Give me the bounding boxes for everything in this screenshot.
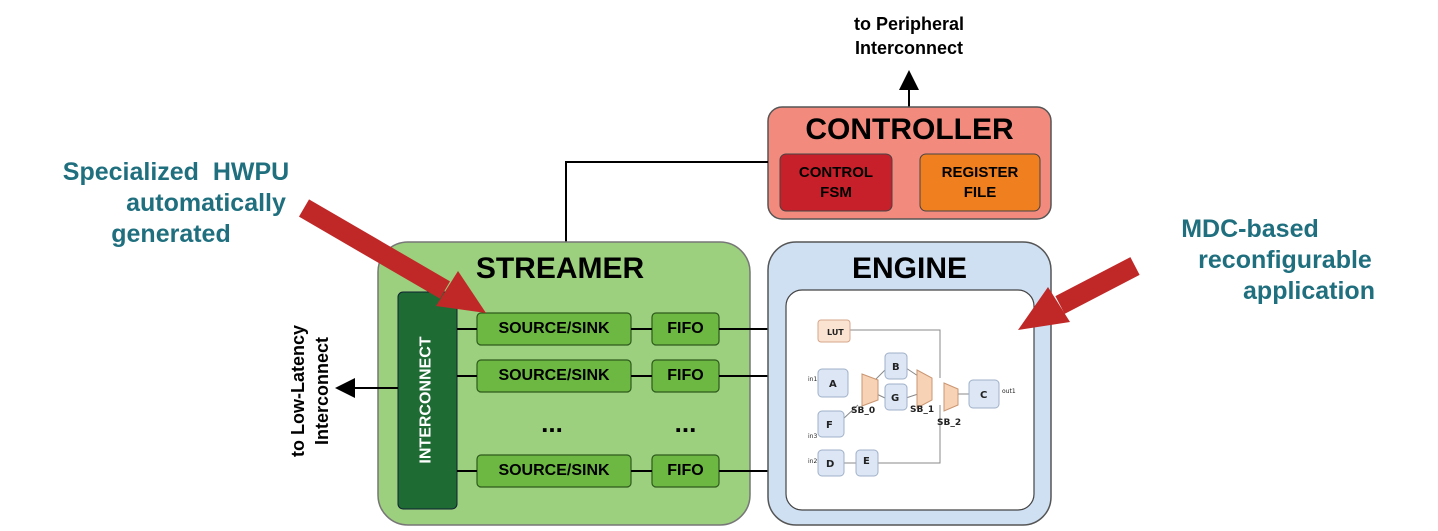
fifo-label: FIFO	[667, 367, 704, 384]
register-file-line1: REGISTER	[941, 163, 1019, 181]
out1-label: out1	[1002, 388, 1016, 395]
engine-inner-panel	[785, 289, 1035, 511]
interconnect-box	[397, 291, 458, 510]
node-f-label: F	[826, 420, 833, 431]
sb1-label: SB_1	[910, 405, 934, 415]
source-sink-label: SOURCE/SINK	[498, 462, 610, 479]
engine-labels: LUT A B G C F D E SB_0 SB_1 SB_2 in1 in3…	[808, 328, 1016, 470]
control-fsm-label: CONTROL FSM	[780, 154, 892, 211]
control-fsm-line2: FSM	[820, 183, 852, 201]
node-c	[968, 379, 1000, 409]
streamer-title: STREAMER	[475, 252, 645, 285]
interconnect-label: INTERCONNECT	[417, 336, 435, 464]
engine-nodes	[817, 319, 1000, 477]
sb0-shape	[861, 373, 879, 407]
node-d	[817, 449, 845, 477]
left-red-arrow-shaft	[298, 199, 451, 299]
right-red-arrow-shaft	[1055, 257, 1140, 314]
node-f	[817, 410, 845, 438]
source-sink-label: SOURCE/SINK	[498, 320, 610, 337]
low-latency-label-line1: to Low-Latency	[288, 325, 308, 458]
annotation-left-line3: generated	[111, 220, 231, 248]
node-b	[884, 352, 908, 380]
register-file-label: REGISTER FILE	[920, 154, 1040, 211]
annotation-right: MDC-based reconfigurable application	[1150, 214, 1420, 307]
annotation-left-line2: automatically	[126, 189, 286, 217]
in2-label: in2	[808, 458, 817, 465]
low-latency-label-line2: Interconnect	[312, 336, 332, 446]
node-d-label: D	[826, 459, 834, 470]
node-b-label: B	[892, 362, 900, 373]
controller-streamer-wire	[565, 161, 768, 242]
node-g	[884, 383, 908, 411]
sb0-label: SB_0	[851, 406, 875, 416]
ellipsis-fifo: ...	[674, 407, 697, 438]
right-red-arrow-head	[1018, 287, 1070, 330]
annotation-right-line2: reconfigurable	[1198, 246, 1372, 274]
peripheral-label-line2: Interconnect	[854, 38, 964, 58]
node-e	[855, 449, 879, 477]
node-g-label: G	[891, 393, 899, 404]
sb2-label: SB_2	[937, 418, 961, 428]
node-a	[817, 368, 849, 398]
source-sink-label: SOURCE/SINK	[498, 367, 610, 384]
annotation-right-line1: MDC-based	[1181, 215, 1319, 243]
control-fsm-line1: CONTROL	[798, 163, 874, 181]
engine-title: ENGINE	[851, 252, 968, 285]
sb2-shape	[943, 382, 959, 412]
annotation-right-line3: application	[1243, 277, 1375, 305]
low-latency-label: to Low-Latency Interconnect	[286, 301, 334, 481]
lut-label: LUT	[827, 328, 844, 337]
left-red-arrow-head	[436, 271, 486, 313]
fifo-label: FIFO	[667, 462, 704, 479]
annotation-left: Specialized HWPU automatically generated	[28, 157, 324, 250]
ellipsis-source: ...	[541, 407, 563, 438]
in3-label: in3	[808, 433, 817, 440]
node-c-label: C	[980, 390, 987, 401]
sb1-shape	[916, 369, 933, 409]
annotation-left-line1: Specialized HWPU	[62, 158, 290, 186]
lut-node	[817, 319, 851, 343]
register-file-box	[919, 153, 1041, 212]
control-fsm-box	[779, 153, 893, 212]
node-a-label: A	[829, 379, 837, 390]
annotation-arrows	[298, 199, 1140, 330]
controller-title: CONTROLLER	[805, 113, 1014, 146]
fifo-label: FIFO	[667, 320, 704, 337]
in1-label: in1	[808, 376, 817, 383]
peripheral-label: to Peripheral Interconnect	[819, 12, 999, 60]
register-file-line2: FILE	[963, 183, 997, 201]
node-e-label: E	[863, 456, 870, 467]
peripheral-label-line1: to Peripheral	[853, 14, 965, 34]
